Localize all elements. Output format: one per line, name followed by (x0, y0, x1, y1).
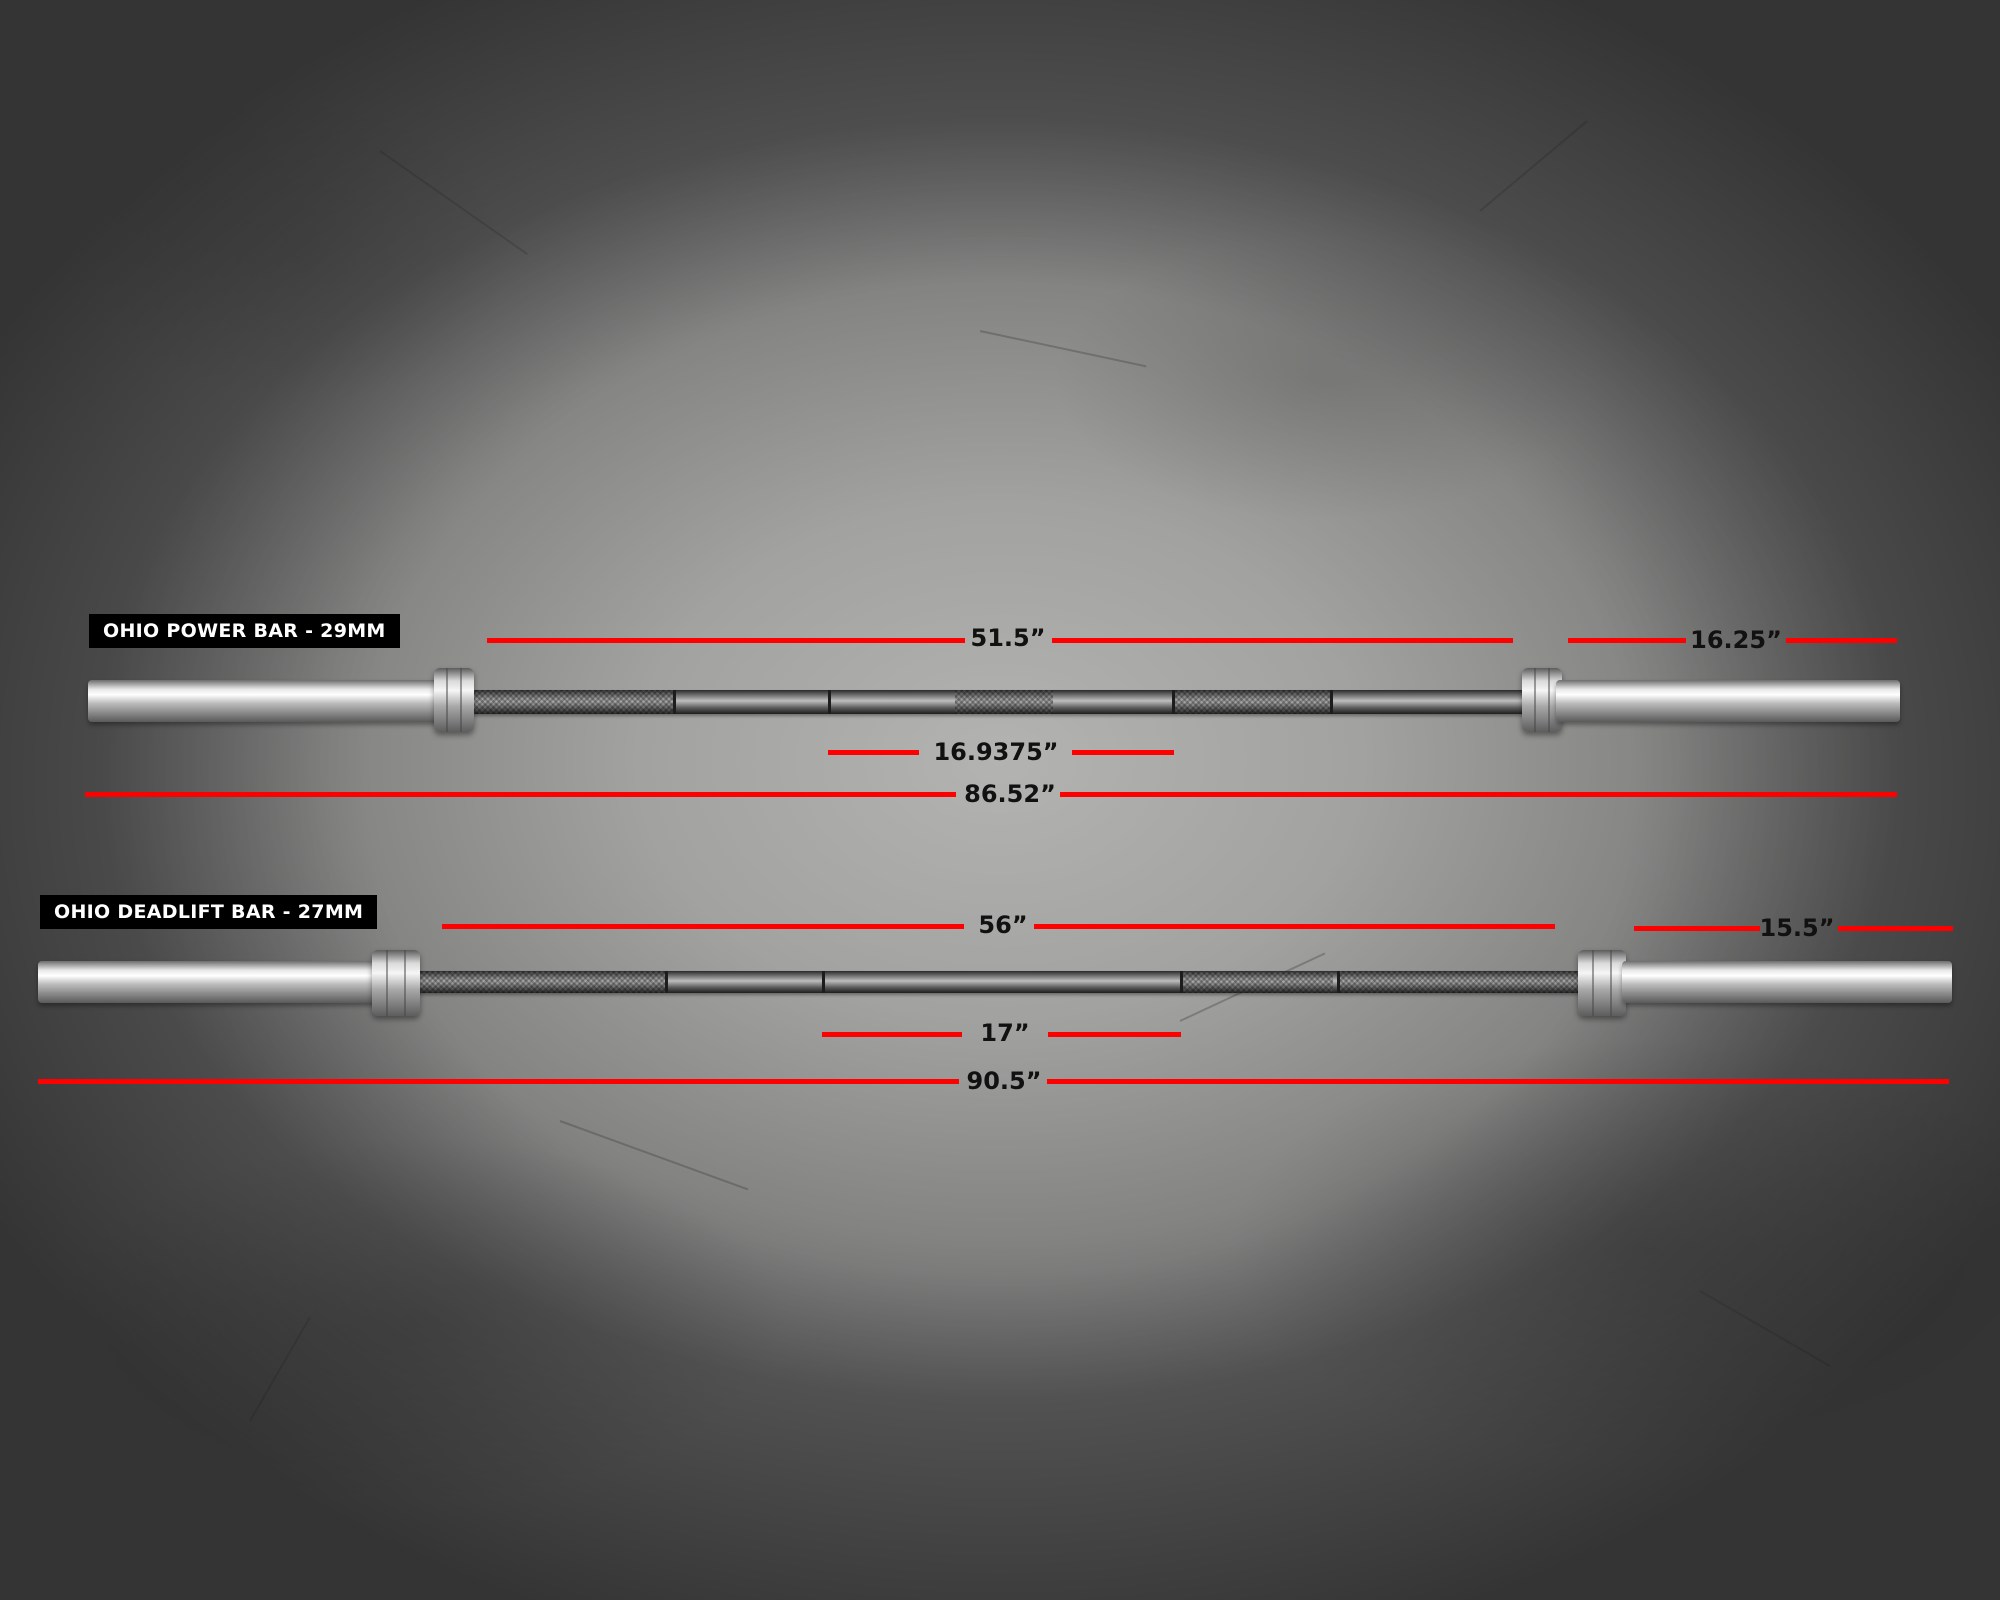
deadlift-overall-line-right (1047, 1079, 1949, 1084)
deadlift-sleeve-line-left (1634, 926, 1760, 931)
power-overall-line-right (1060, 792, 1897, 797)
deadlift-grip-span-text: 56” (978, 911, 1028, 939)
power-overall-line-left (85, 792, 956, 797)
deadlift-overall-line-left (38, 1079, 959, 1084)
deadlift-bar-label: OHIO DEADLIFT BAR - 27MM (40, 895, 378, 929)
deadlift-grip-span-line-right (1034, 924, 1555, 929)
power-center-knurl-line-right (1072, 750, 1174, 755)
power-grip-span-line-right (1052, 638, 1513, 643)
deadlift-center-knurl-text: 17” (980, 1019, 1030, 1047)
power-sleeve-line-right (1786, 638, 1897, 643)
power-grip-span-text: 51.5” (970, 624, 1046, 652)
deadlift-center-knurl-line-right (1048, 1032, 1181, 1037)
power-center-knurl-text: 16.9375” (933, 738, 1059, 766)
power-center-knurl-line-left (828, 750, 919, 755)
power-overall-text: 86.52” (964, 780, 1056, 808)
power-sleeve-text: 16.25” (1690, 626, 1782, 654)
deadlift-sleeve-line-right (1838, 926, 1953, 931)
power-sleeve-line-left (1568, 638, 1686, 643)
deadlift-grip-span-line-left (442, 924, 964, 929)
deadlift-center-knurl-line-left (822, 1032, 962, 1037)
deadlift-sleeve-text: 15.5” (1759, 914, 1835, 942)
power-grip-span-line-left (487, 638, 965, 643)
deadlift-overall-text: 90.5” (966, 1067, 1042, 1095)
power-bar-label: OHIO POWER BAR - 29MM (89, 614, 400, 648)
